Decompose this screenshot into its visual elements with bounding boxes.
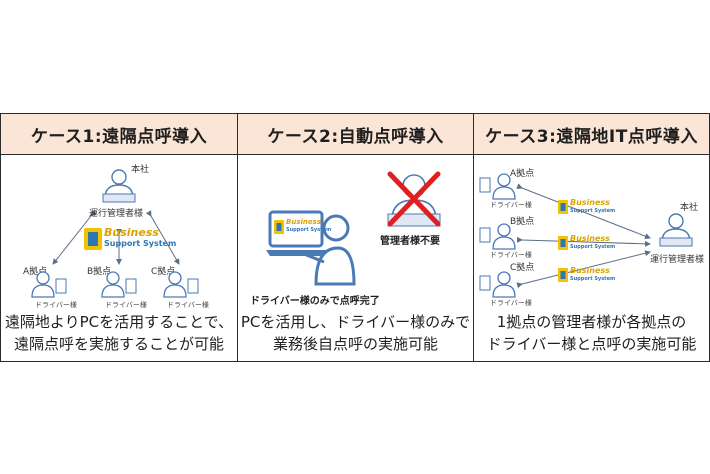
case3-description: 1拠点の管理者様が各拠点の ドライバー様と点呼の実施可能 <box>474 311 709 355</box>
case3-title: ケース3:遠隔地IT点呼導入 <box>474 114 709 155</box>
business-logo: Business Support System <box>84 226 176 252</box>
logo-text-support: Support System <box>570 276 616 282</box>
case2-desc-line2: 業務後自点呼の実施可能 <box>272 335 438 353</box>
logo-text-business: Business <box>286 218 321 226</box>
case3-driver-c: ドライバー様 <box>490 299 532 307</box>
manager-icon <box>102 169 136 203</box>
driver-icon <box>479 223 516 250</box>
logo-icon <box>558 268 568 282</box>
case3-hq-label: 本社 <box>680 203 699 213</box>
manager-icon <box>659 213 693 247</box>
logo-text-support: Support System <box>104 239 177 248</box>
case3-panel: ケース3:遠隔地IT点呼導入 A拠点 ドライバー様 B拠点 ドライバー様 C拠点… <box>473 113 710 362</box>
driver-icon <box>163 271 199 298</box>
logo-text-business: Business <box>104 226 159 239</box>
case1-site-c-label: C拠点 <box>151 267 176 277</box>
business-logo: Business Support System <box>558 234 618 252</box>
case1-driver-a: ドライバー様 <box>35 301 77 309</box>
driver-icon <box>101 271 137 298</box>
case1-title: ケース1:遠隔点呼導入 <box>1 114 237 155</box>
pc-screen-logo: Business Support System <box>274 218 331 238</box>
case3-site-b-label: B拠点 <box>510 217 535 227</box>
case3-desc-line2: ドライバー様と点呼の実施可能 <box>486 335 697 353</box>
logo-icon <box>558 236 568 250</box>
logo-text-support: Support System <box>570 208 616 214</box>
crossed-manager-icon <box>387 171 441 227</box>
logo-text-support: Support System <box>286 227 332 233</box>
logo-text-business: Business <box>570 234 610 243</box>
case3-arrows <box>516 183 651 289</box>
driver-icon <box>479 271 516 298</box>
logo-text-business: Business <box>570 266 610 275</box>
case3-desc-line1: 1拠点の管理者様が各拠点の <box>496 313 687 331</box>
case1-panel: ケース1:遠隔点呼導入 本社 運行管理者様 Business Support S… <box>0 113 238 362</box>
case3-driver-a: ドライバー様 <box>490 201 532 209</box>
case1-desc-line1: 遠隔地よりPCを活用することで、 <box>4 313 234 331</box>
case1-desc-line2: 遠隔点呼を実施することが可能 <box>13 335 224 353</box>
case2-desc-line1: PCを活用し、ドライバー様のみで <box>240 313 471 331</box>
case1-driver-b: ドライバー様 <box>105 301 147 309</box>
driver-only-label: ドライバー様のみで点呼完了 <box>250 296 380 307</box>
case1-site-a-label: A拠点 <box>23 267 48 277</box>
case2-panel: ケース2:自動点呼導入 管理者様不要 Business Support Syst… <box>237 113 474 362</box>
case2-title: ケース2:自動点呼導入 <box>238 114 473 155</box>
case3-site-c-label: C拠点 <box>510 263 535 273</box>
case1-manager-label: 運行管理者様 <box>89 209 144 219</box>
case3-site-a-label: A拠点 <box>510 169 535 179</box>
case3-driver-b: ドライバー様 <box>490 251 532 259</box>
case1-description: 遠隔地よりPCを活用することで、 遠隔点呼を実施することが可能 <box>1 311 237 355</box>
driver-icon <box>31 271 67 298</box>
case1-arrows <box>52 210 180 265</box>
logo-text-support: Support System <box>570 244 616 250</box>
logo-icon <box>558 200 568 214</box>
case3-manager-label: 運行管理者様 <box>650 255 705 265</box>
case1-site-b-label: B拠点 <box>87 267 112 277</box>
business-logo: Business Support System <box>558 266 618 284</box>
driver-with-pc-icon <box>266 210 356 286</box>
driver-icon <box>479 173 516 200</box>
case2-description: PCを活用し、ドライバー様のみで 業務後自点呼の実施可能 <box>238 311 473 355</box>
logo-text-business: Business <box>570 198 610 207</box>
business-logo: Business Support System <box>558 198 618 216</box>
manager-unneeded-label: 管理者様不要 <box>380 236 440 247</box>
logo-icon <box>84 228 102 250</box>
logo-icon <box>274 220 284 234</box>
case1-driver-c: ドライバー様 <box>167 301 209 309</box>
case1-hq-label: 本社 <box>131 165 150 175</box>
